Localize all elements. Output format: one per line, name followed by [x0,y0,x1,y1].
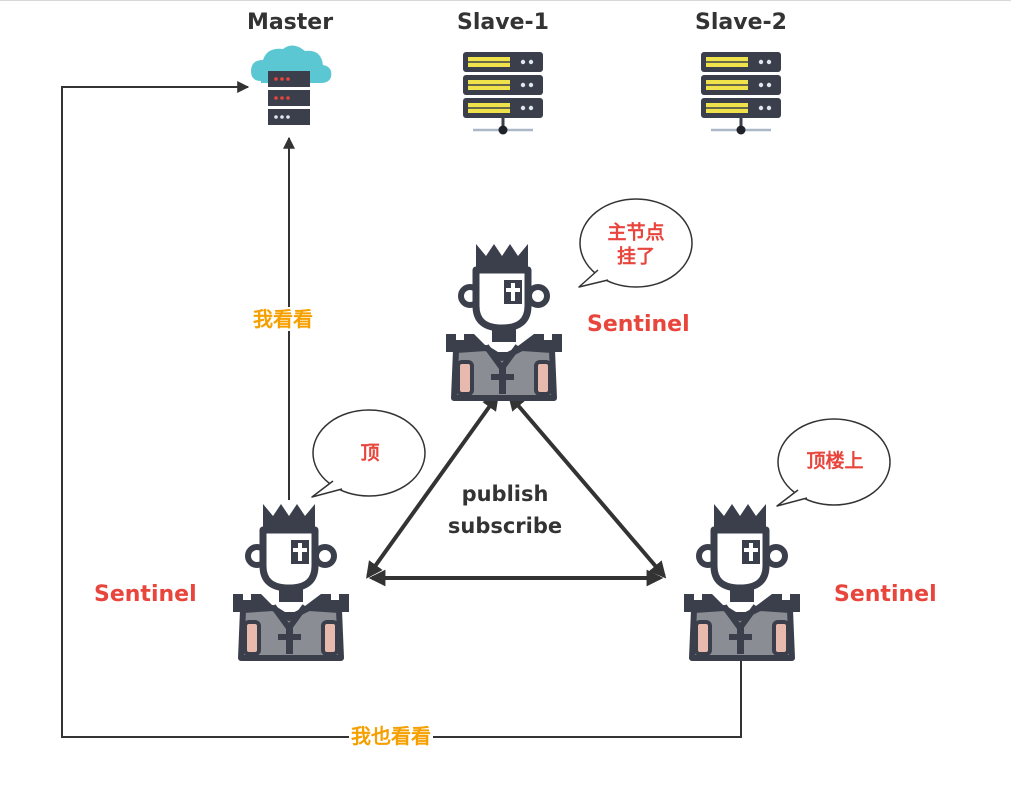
pubsub-edge-top-left [366,393,499,579]
cloud-server-icon [251,45,332,125]
sentinel-knight-icon-right [684,504,800,658]
speech-bubble-right [776,418,891,507]
server-rack-icon-slave-1 [461,50,545,136]
edge-label-left-to-master: 我看看 [251,307,315,331]
speech-bubble-left-text: 顶 [360,442,380,465]
master-title: Master [246,10,334,35]
edge-label-right-to-master: 我也看看 [349,724,433,748]
pubsub-edge-top-right [507,393,667,579]
sentinel-left-label: Sentinel [94,582,197,607]
sentinel-knight-icon-left [233,504,349,658]
sentinel-knight-icon-top [446,244,562,398]
connector-right-to-master [61,81,742,738]
pubsub-label-subscribe: subscribe [447,514,563,538]
speech-bubble-right-text: 顶楼上 [806,450,864,473]
speech-bubble-top [578,198,693,288]
pubsub-label-publish: publish [461,482,549,506]
sentinel-right-label: Sentinel [834,582,937,607]
server-rack-icon-slave-2 [699,50,783,136]
slave-2-title: Slave-2 [695,10,787,35]
sentinel-top-label: Sentinel [587,312,690,337]
speech-bubble-top-text: 主节点 挂了 [607,221,665,267]
slave-1-title: Slave-1 [457,10,549,35]
speech-bubble-left [311,409,426,498]
top-rule [0,0,1011,1]
